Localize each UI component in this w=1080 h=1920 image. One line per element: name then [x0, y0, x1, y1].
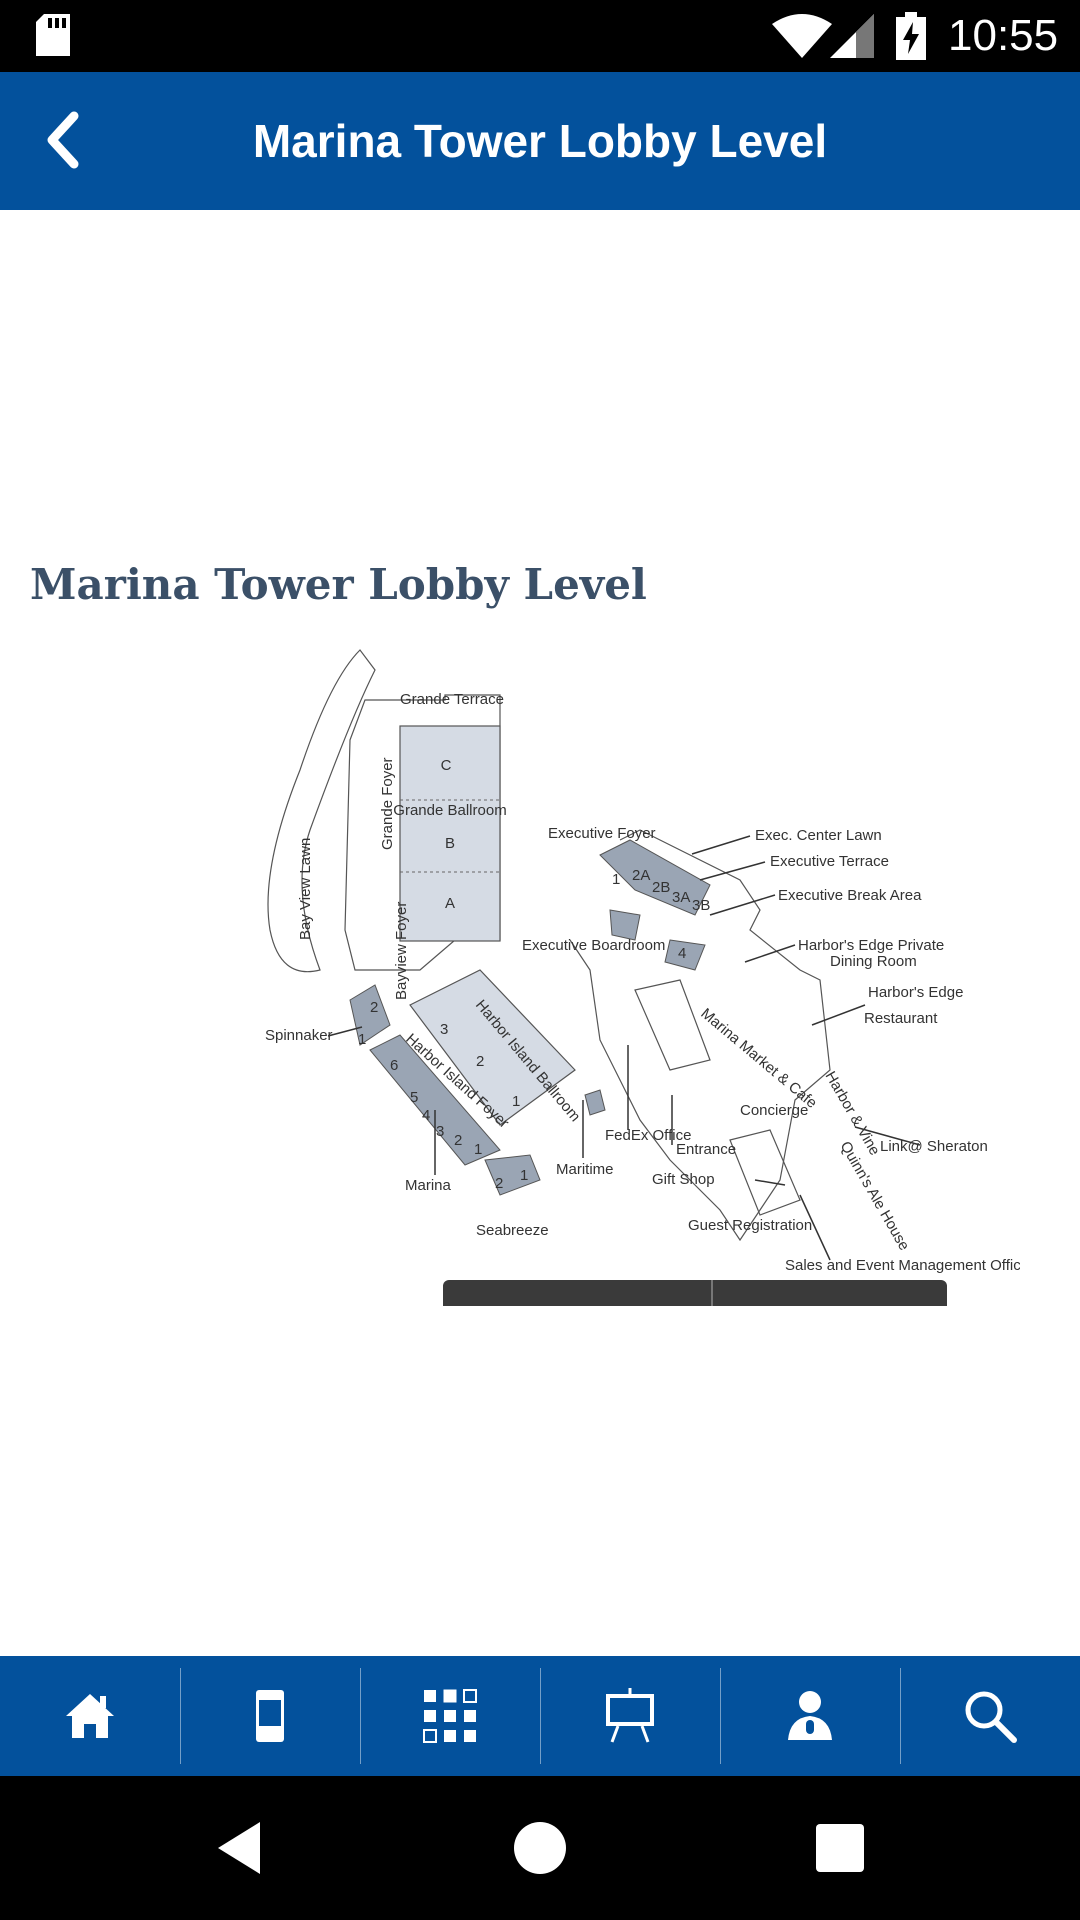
- label-a: A: [445, 895, 455, 912]
- floor-map-drawing: Grande Terrace C Grande Ballroom B A Gra…: [265, 649, 1029, 1274]
- label-gift-shop: Gift Shop: [652, 1171, 715, 1188]
- label-entrance: Entrance: [676, 1141, 736, 1158]
- label-marina-market: Marina Market & Cafe: [697, 1005, 820, 1112]
- overlay-divider: [711, 1280, 713, 1306]
- room-2-marina: 2: [454, 1132, 462, 1149]
- room-2-spinnaker: 2: [370, 999, 378, 1016]
- system-home-icon[interactable]: [508, 1816, 572, 1880]
- room-2b: 2B: [652, 879, 670, 896]
- label-fedex-office: FedEx Office: [605, 1127, 691, 1144]
- room-1-harbor: 1: [512, 1093, 520, 1110]
- room-4-exec: 4: [678, 945, 686, 962]
- label-dining-room: Dining Room: [830, 953, 917, 970]
- room-2-harbor: 2: [476, 1053, 484, 1070]
- nav-speaker[interactable]: [720, 1656, 900, 1776]
- nav-grid[interactable]: [360, 1656, 540, 1776]
- speaker-icon: [788, 1691, 832, 1740]
- battery-charging-icon: [896, 12, 926, 60]
- room-6-marina: 6: [390, 1057, 398, 1074]
- label-seabreeze: Seabreeze: [476, 1222, 549, 1239]
- nav-device[interactable]: [180, 1656, 360, 1776]
- label-executive-terrace: Executive Terrace: [770, 853, 889, 870]
- signal-icon: [830, 14, 874, 58]
- room-4-marina: 4: [422, 1107, 430, 1124]
- sd-card-icon: [36, 14, 70, 56]
- room-2-seabreeze: 2: [495, 1175, 503, 1192]
- label-marina: Marina: [405, 1177, 452, 1194]
- label-bayview-foyer: Bayview Foyer: [393, 902, 410, 1000]
- label-executive-boardroom: Executive Boardroom: [522, 937, 665, 954]
- room-1-exec: 1: [612, 871, 620, 888]
- app-bar: Marina Tower Lobby Level: [0, 72, 1080, 210]
- label-b: B: [445, 835, 455, 852]
- page-title: Marina Tower Lobby Level: [252, 115, 828, 167]
- label-executive-break-area: Executive Break Area: [778, 887, 922, 904]
- floor-map[interactable]: Grande Terrace C Grande Ballroom B A Gra…: [240, 640, 1029, 1305]
- label-guest-registration: Guest Registration: [688, 1217, 812, 1234]
- search-icon: [965, 1691, 1017, 1743]
- map-heading: Marina Tower Lobby Level: [30, 560, 647, 609]
- label-harbors-edge-private: Harbor's Edge Private: [798, 937, 944, 954]
- map-overlay-bar: [443, 1280, 947, 1306]
- room-3b: 3B: [692, 897, 710, 914]
- room-3-harbor: 3: [440, 1021, 448, 1038]
- label-maritime: Maritime: [556, 1161, 614, 1178]
- label-quinns-ale-house: Quinn's Ale House: [837, 1139, 913, 1254]
- grid-icon: [423, 1689, 477, 1743]
- label-c: C: [441, 757, 452, 774]
- label-link-sheraton: Link@ Sheraton: [880, 1138, 988, 1155]
- clock: 10:55: [948, 11, 1059, 60]
- label-spinnaker: Spinnaker: [265, 1027, 333, 1044]
- home-icon: [66, 1694, 114, 1738]
- label-grande-terrace: Grande Terrace: [400, 691, 504, 708]
- bottom-nav: [0, 1656, 1080, 1776]
- system-back-icon[interactable]: [208, 1816, 272, 1880]
- back-arrow-icon[interactable]: [36, 110, 96, 170]
- room-3-marina: 3: [436, 1123, 444, 1140]
- label-concierge: Concierge: [740, 1102, 808, 1119]
- easel-icon: [606, 1688, 654, 1743]
- label-bay-view-lawn: Bay View Lawn: [297, 838, 314, 940]
- label-exec-center-lawn: Exec. Center Lawn: [755, 827, 882, 844]
- room-1-marina: 1: [474, 1141, 482, 1158]
- nav-presentation[interactable]: [540, 1656, 720, 1776]
- phone-icon: [256, 1690, 284, 1742]
- room-5-marina: 5: [410, 1089, 418, 1106]
- label-executive-foyer: Executive Foyer: [548, 825, 656, 842]
- label-grande-foyer: Grande Foyer: [379, 757, 396, 850]
- label-sales-event-office: Sales and Event Management Office: [785, 1257, 1020, 1274]
- wifi-icon: [772, 14, 832, 58]
- system-nav-bar: [0, 1776, 1080, 1920]
- status-bar: 10:55: [0, 0, 1080, 72]
- nav-search[interactable]: [900, 1656, 1080, 1776]
- nav-home[interactable]: [0, 1656, 180, 1776]
- label-harbors-edge: Harbor's Edge: [868, 984, 963, 1001]
- label-restaurant: Restaurant: [864, 1010, 938, 1027]
- room-3a: 3A: [672, 889, 690, 906]
- system-recents-icon[interactable]: [808, 1816, 872, 1880]
- room-1-spinnaker: 1: [358, 1031, 366, 1048]
- room-2a: 2A: [632, 867, 650, 884]
- label-grande-ballroom: Grande Ballroom: [393, 802, 506, 819]
- room-1-seabreeze: 1: [520, 1167, 528, 1184]
